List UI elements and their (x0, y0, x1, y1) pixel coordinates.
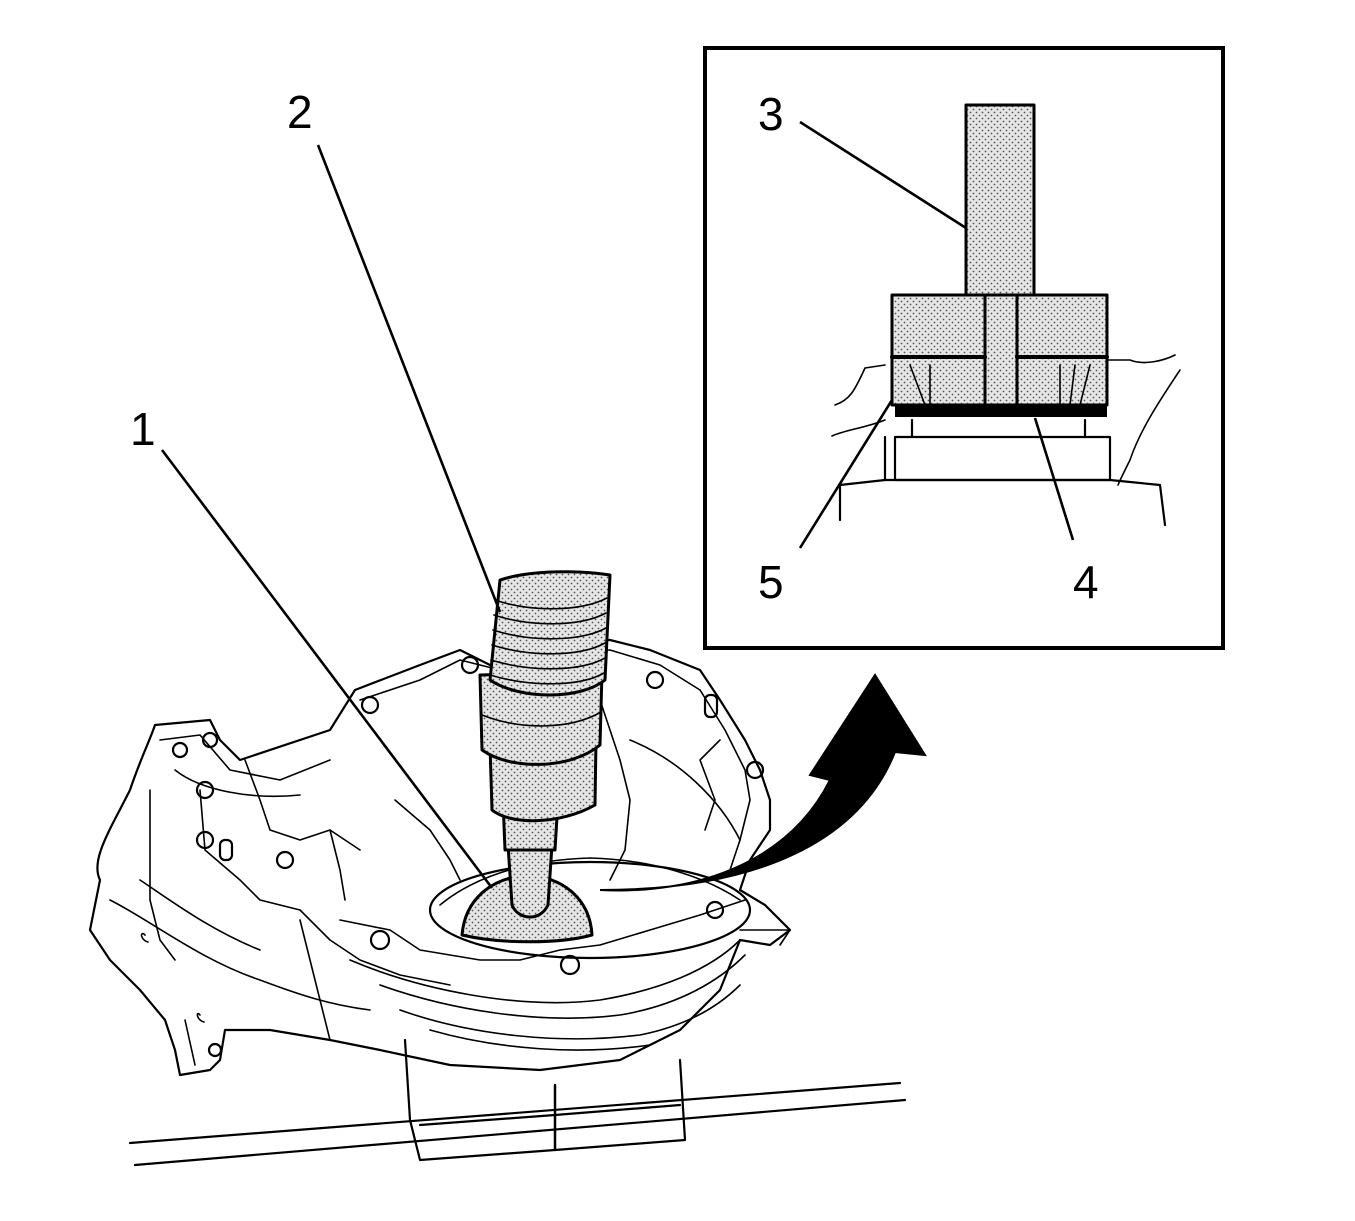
curved-arrow (599, 673, 927, 892)
leader-4 (1033, 417, 1075, 541)
detail-inset (703, 46, 1225, 650)
callout-label-3: 3 (758, 88, 784, 140)
leader-5 (798, 399, 894, 549)
leader-2 (316, 144, 502, 613)
work-bench (128, 1081, 907, 1167)
callout-label-5: 5 (758, 556, 784, 608)
leader-1 (160, 449, 494, 889)
callout-label-2: 2 (287, 86, 313, 138)
callout-label-1: 1 (130, 403, 156, 455)
transaxle-housing (88, 638, 792, 1077)
installer-tool (478, 570, 612, 919)
leader-3 (799, 120, 967, 230)
support-blocks (403, 1038, 687, 1162)
callout-label-4: 4 (1073, 556, 1099, 608)
leader-lines (160, 120, 1075, 889)
